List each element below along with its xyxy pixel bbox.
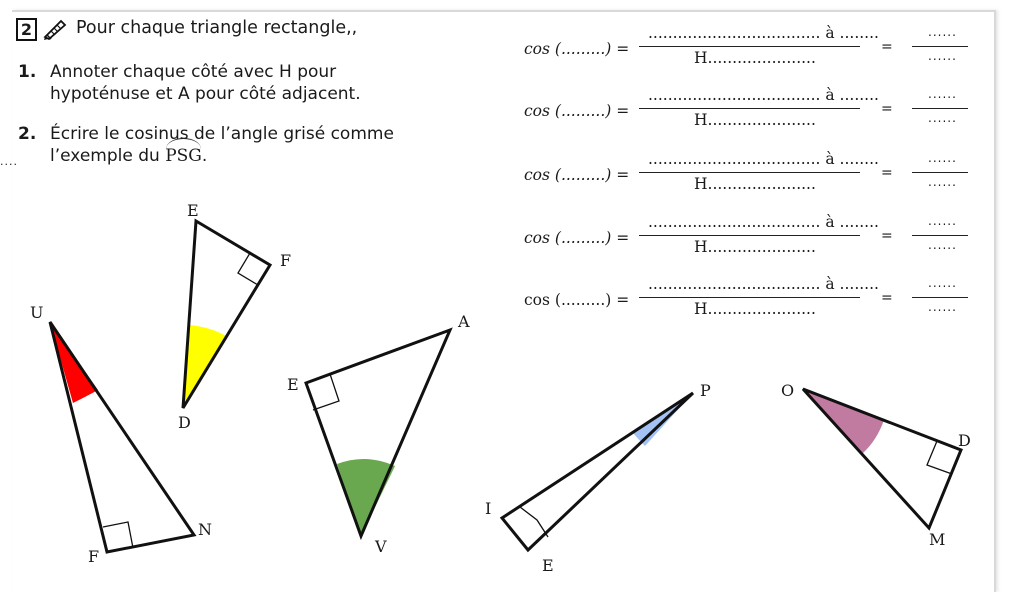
vertex-label-e: E <box>187 201 199 220</box>
fraction-bar <box>639 172 860 173</box>
triangle-odm: O D M <box>781 381 971 549</box>
cosine-formula-2: cos (.........) = ......................… <box>0 86 1024 146</box>
ratio-denominator-blank: ...... <box>928 111 957 125</box>
angle-hat-icon <box>166 138 201 149</box>
ratio-denominator-blank: ...... <box>928 49 957 63</box>
ratio-bar <box>912 108 968 109</box>
ratio-numerator-blank: ...... <box>928 87 957 101</box>
instruction-2-period: . <box>201 146 208 166</box>
equals-sign: = <box>881 39 893 55</box>
angle-psg-label: PSG <box>165 138 202 167</box>
triangle-ufn: U F N <box>30 303 212 566</box>
vertex-label-p: P <box>700 381 711 400</box>
instruction-1-line1: Annoter chaque côté avec H pour <box>50 62 337 82</box>
vertex-label-d: D <box>958 431 971 450</box>
shaded-angle-v <box>337 458 395 536</box>
equals-sign: = <box>881 228 893 244</box>
numerator-blank: ................................... à ..… <box>648 275 879 293</box>
ratio-numerator-blank: ...... <box>928 276 957 290</box>
cosine-formula-3: cos (.........) = ......................… <box>0 150 1024 210</box>
ratio-bar <box>912 235 968 236</box>
instruction-2-line1: Écrire le cosinus de l’angle grisé comme <box>50 124 394 144</box>
denominator-blank: H...................... <box>694 175 816 193</box>
cos-lhs: cos (.........) = <box>524 229 630 247</box>
vertex-label-i: I <box>485 499 491 518</box>
cos-lhs: cos (.........) = <box>524 102 630 120</box>
fraction-bar <box>639 46 860 47</box>
shaded-angle-o <box>803 389 884 453</box>
fraction-bar <box>639 297 860 298</box>
ratio-denominator-blank: ...... <box>928 238 957 252</box>
cos-lhs: cos (.........) = <box>524 291 630 309</box>
ratio-numerator-blank: ...... <box>928 25 957 39</box>
ratio-denominator-blank: ...... <box>928 175 957 189</box>
instruction-2: 2. Écrire le cosinus de l’angle grisé com… <box>18 123 394 167</box>
triangle-pie: P I E <box>485 381 711 575</box>
equals-sign: = <box>881 165 893 181</box>
exercise-frame <box>12 10 996 592</box>
triangle-aev: A E V <box>287 312 470 556</box>
numerator-blank: ................................... à ..… <box>648 86 879 104</box>
fraction-bar <box>639 235 860 236</box>
cosine-formula-4: cos (.........) = ......................… <box>0 213 1024 273</box>
vertex-label-e: E <box>287 375 299 394</box>
vertex-label-o: O <box>781 381 794 400</box>
ratio-numerator-blank: ...... <box>928 214 957 228</box>
denominator-blank: H...................... <box>694 49 816 67</box>
fraction-bar <box>639 108 860 109</box>
ratio-bar <box>912 172 968 173</box>
instruction-1-number: 1. <box>18 62 37 82</box>
pencil-icon <box>43 19 67 40</box>
numerator-blank: ................................... à ..… <box>648 150 879 168</box>
instruction-2-line2: l’exemple du <box>50 146 166 166</box>
denominator-blank: H...................... <box>694 300 816 318</box>
vertex-label-f: F <box>280 251 291 270</box>
equals-sign: = <box>881 290 893 306</box>
ratio-bar <box>912 297 968 298</box>
exercise-title: Pour chaque triangle rectangle,, <box>76 18 358 38</box>
exercise-number: 2 <box>16 18 37 41</box>
vertex-label-m: M <box>929 530 945 549</box>
numerator-blank: ................................... à ..… <box>648 213 879 231</box>
shaded-angle-d <box>183 325 226 408</box>
triangles-figure: E F D U F N A E V P I E O D M <box>30 201 971 575</box>
cosine-formula-5: cos (.........) = ......................… <box>0 275 1024 335</box>
ratio-denominator-blank: ...... <box>928 300 957 314</box>
denominator-blank: H...................... <box>694 111 816 129</box>
instruction-1: 1. Annoter chaque côté avec H pour hypoté… <box>18 61 361 105</box>
ratio-numerator-blank: ...... <box>928 151 957 165</box>
vertex-label-e: E <box>542 556 554 575</box>
equals-sign: = <box>881 101 893 117</box>
cosine-formula-1: cos (.........) = ......................… <box>0 24 1024 84</box>
numerator-blank: ................................... à ..… <box>648 24 879 42</box>
vertex-label-a: A <box>457 312 470 331</box>
cos-lhs: cos (.........) = <box>524 40 630 58</box>
instruction-2-number: 2. <box>18 124 37 144</box>
instruction-1-line2: hypoténuse et A pour côté adjacent. <box>50 84 361 104</box>
vertex-label-d: D <box>178 413 191 432</box>
vertex-label-n: N <box>198 520 212 539</box>
margin-dots: .... <box>0 155 18 168</box>
vertex-label-u: U <box>30 303 43 322</box>
vertex-label-f: F <box>88 547 99 566</box>
triangle-def: E F D <box>178 201 291 432</box>
vertex-label-v: V <box>374 537 387 556</box>
denominator-blank: H...................... <box>694 238 816 256</box>
ratio-bar <box>912 46 968 47</box>
cos-lhs: cos (.........) = <box>524 166 630 184</box>
